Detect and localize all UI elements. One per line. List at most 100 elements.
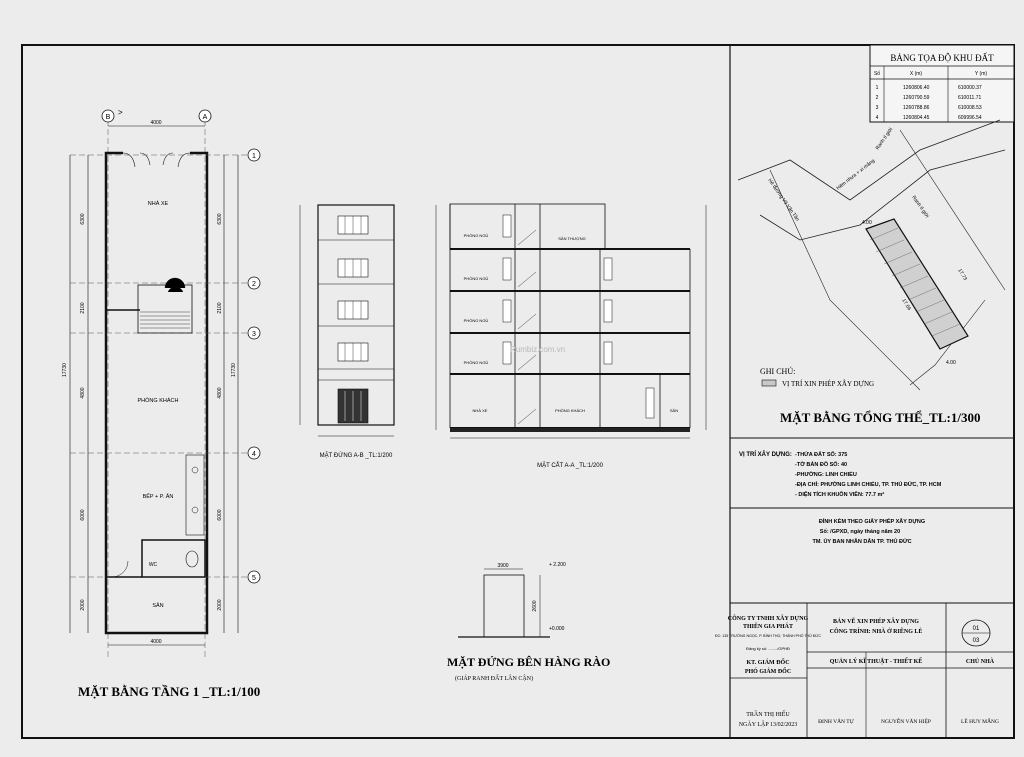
section-title: MẶT CẮT A-A _TL:1/200: [537, 461, 603, 469]
section-mark: >: [118, 108, 123, 117]
company-signer: TRẦN THỊ HIẾU: [746, 710, 790, 718]
dim-bottom: 4000: [150, 639, 161, 645]
watermark: Rumbiz.com.vn: [510, 345, 565, 354]
company-director: KT. GIÁM ĐỐC: [746, 658, 789, 666]
axis-marker-B: [101, 109, 115, 123]
axis-label: 5: [252, 575, 256, 582]
dim-top: 4000: [150, 120, 161, 126]
person-3: LÊ HUY MẪNG: [961, 717, 999, 725]
dim-right: 4800: [217, 387, 223, 398]
room-label: BẾP + P. ĂN: [143, 493, 174, 500]
person-1: ĐINH VĂN TỰ: [818, 717, 855, 725]
coord-cell: 610011.71: [958, 95, 981, 101]
title-block: CÔNG TY TNHH XÂY DỰNG THIÊN GIA PHÁT ĐC:…: [715, 603, 1014, 738]
axis-label: 1: [252, 153, 256, 160]
drawing-title-line2: CÔNG TRÌNH: NHÀ Ở RIÊNG LẺ: [830, 627, 923, 635]
fence-title: MẶT ĐỨNG BÊN HÀNG RÀO: [447, 655, 610, 669]
coord-cell: 1: [876, 85, 879, 91]
coord-row: 3 1260788.86 610008.53: [876, 105, 982, 111]
elevation: MẶT ĐỨNG A-B _TL:1/200: [299, 204, 395, 459]
coord-cell: 1260804.45: [903, 115, 930, 121]
fence-height: 2600: [532, 600, 538, 611]
coord-cell: 1260790.59: [903, 95, 930, 101]
dim-label: 4.00: [946, 360, 956, 366]
axis-label: 2: [252, 281, 256, 288]
coord-cell: 609996.54: [958, 115, 982, 121]
sheet-total: 03: [973, 638, 980, 644]
section-room: PHÒNG NGỦ: [464, 276, 489, 281]
fence-elevation: 3900 2600 + 2.200 +0.000 MẶT ĐỨNG BÊN HÀ…: [447, 562, 610, 682]
axis-label: 3: [252, 331, 256, 338]
fence-level-top: + 2.200: [549, 562, 566, 568]
dim-left: 6300: [80, 213, 86, 224]
coord-cell: 1260806.40: [903, 85, 930, 91]
location-line: -PHƯỜNG: LINH CHIỂU: [795, 470, 857, 478]
company-address: ĐC: 135 TRƯỜNG NGỌC, P. BÌNH THỌ, THÀNH …: [715, 633, 821, 638]
permit-line: Số: /GPXD, ngày tháng năm 20: [820, 528, 900, 535]
section-stairs: [517, 229, 537, 425]
dim-total: 17730: [62, 363, 68, 377]
location-line: - DIỆN TÍCH KHUÔN VIÊN: 77.7 m²: [795, 490, 884, 498]
axis-label: B: [106, 114, 111, 121]
coord-table: BẢNG TỌA ĐỘ KHU ĐẤT Số X (m) Y (m) 1 126…: [869, 44, 1015, 123]
sheet-border: [21, 44, 1015, 739]
fence-width: 3900: [497, 563, 508, 569]
fence-subtitle: (GIÁP RANH ĐẤT LÂN CẬN): [455, 674, 533, 682]
section-room: PHÒNG NGỦ: [464, 318, 489, 323]
floor-plan: B A > 4000 1 2 3 4 5: [62, 108, 261, 699]
manager-label: QUẢN LÝ KĨ THUẬT - THIẾT KẾ: [830, 657, 923, 665]
dim-right: 6000: [217, 509, 223, 520]
section: PHÒNG NGỦ PHÒNG NGỦ PHÒNG NGỦ PHÒNG NGỦ …: [435, 203, 707, 469]
coord-cell: 1260788.86: [903, 105, 930, 111]
company-reg: Đăng ký số: ......../GPHĐ: [746, 646, 790, 651]
permit-line: TM. ỦY BAN NHÂN DÂN TP. THỦ ĐỨC: [812, 538, 911, 545]
room-label: PHÒNG KHÁCH: [138, 397, 179, 404]
coord-row: 1 1260806.40 610000.37: [876, 85, 982, 91]
dim-label: 17.73: [956, 268, 968, 282]
dim-right: 2000: [217, 599, 223, 610]
dim-right: 6300: [217, 213, 223, 224]
company-name-1: CÔNG TY TNHH XÂY DỰNG: [728, 614, 809, 622]
company-date: NGÀY LẬP 13/02/2023: [739, 720, 798, 728]
dim-left: 6000: [80, 509, 86, 520]
dim-left: 4800: [80, 387, 86, 398]
note-title: GHI CHÚ:: [760, 366, 795, 376]
dim-left: 2000: [80, 599, 86, 610]
dim-total: 17730: [231, 363, 237, 377]
section-room: PHÒNG NGỦ: [464, 233, 489, 238]
company-name-2: THIÊN GIA PHÁT: [743, 622, 793, 630]
coord-cell: 610008.53: [958, 105, 982, 111]
sheet-no: 01: [973, 626, 980, 632]
section-room: SÂN: [670, 408, 678, 413]
permit-line: ĐÍNH KÈM THEO GIẤY PHÉP XÂY DỰNG: [819, 517, 925, 525]
stair: [137, 284, 193, 334]
drawing-title-line1: BẢN VẼ XIN PHÉP XÂY DỰNG: [833, 617, 919, 625]
lot-parcel: [865, 218, 969, 350]
fence-level-bottom: +0.000: [549, 626, 565, 632]
site-plan-title: MẶT BẰNG TỔNG THỂ_TL:1/300: [780, 410, 980, 425]
legend-swatch: [761, 379, 777, 387]
kitchen-counter: [185, 454, 205, 536]
coord-row: 4 1260804.45 609996.54: [876, 115, 982, 121]
coord-row: 2 1260790.59 610011.71: [876, 95, 982, 101]
coord-header-no: Số: [874, 71, 880, 77]
section-room: SÂN THƯỢNG: [558, 236, 585, 241]
coord-cell: 3: [876, 105, 879, 111]
company-deputy: PHÓ GIÁM ĐỐC: [745, 667, 791, 675]
location-line: -TỜ BẢN ĐỒ SỐ: 40: [795, 460, 847, 468]
floor-plan-title: MẶT BẰNG TẦNG 1 _TL:1/100: [78, 684, 260, 699]
room-label: SÂN: [152, 602, 163, 609]
section-room: PHÒNG NGỦ: [464, 360, 489, 365]
location-info: VỊ TRÍ XÂY DỰNG: -THỬA ĐẤT SỐ: 375 -TỜ B…: [739, 450, 942, 498]
location-line: -ĐỊA CHỈ: PHƯỜNG LINH CHIỂU, TP. THỦ ĐỨC…: [795, 480, 942, 488]
permit-block: ĐÍNH KÈM THEO GIẤY PHÉP XÂY DỰNG Số: /GP…: [812, 517, 925, 545]
coord-cell: 610000.37: [958, 85, 982, 91]
axis-label: A: [203, 114, 208, 121]
legend-label: VỊ TRÍ XIN PHÉP XÂY DỰNG: [782, 380, 874, 388]
coord-header-x: X (m): [910, 71, 923, 77]
section-room: PHÒNG KHÁCH: [555, 408, 585, 413]
location-heading: VỊ TRÍ XÂY DỰNG:: [739, 450, 792, 458]
axis-markers-right: 1 2 3 4 5: [247, 148, 261, 584]
dim-right: 2100: [217, 302, 223, 313]
